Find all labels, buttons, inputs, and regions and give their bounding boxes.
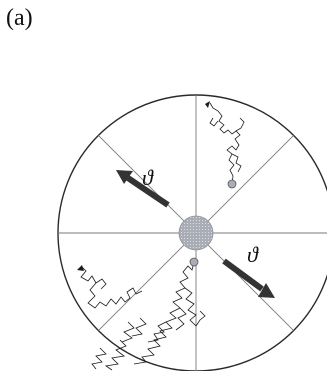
theta-label-lower: ϑ [247, 242, 259, 267]
theta-label-upper: ϑ [142, 165, 154, 190]
walker-particle-upper [228, 180, 236, 188]
central-disk [179, 216, 213, 250]
walker-particle-lower [190, 258, 198, 266]
